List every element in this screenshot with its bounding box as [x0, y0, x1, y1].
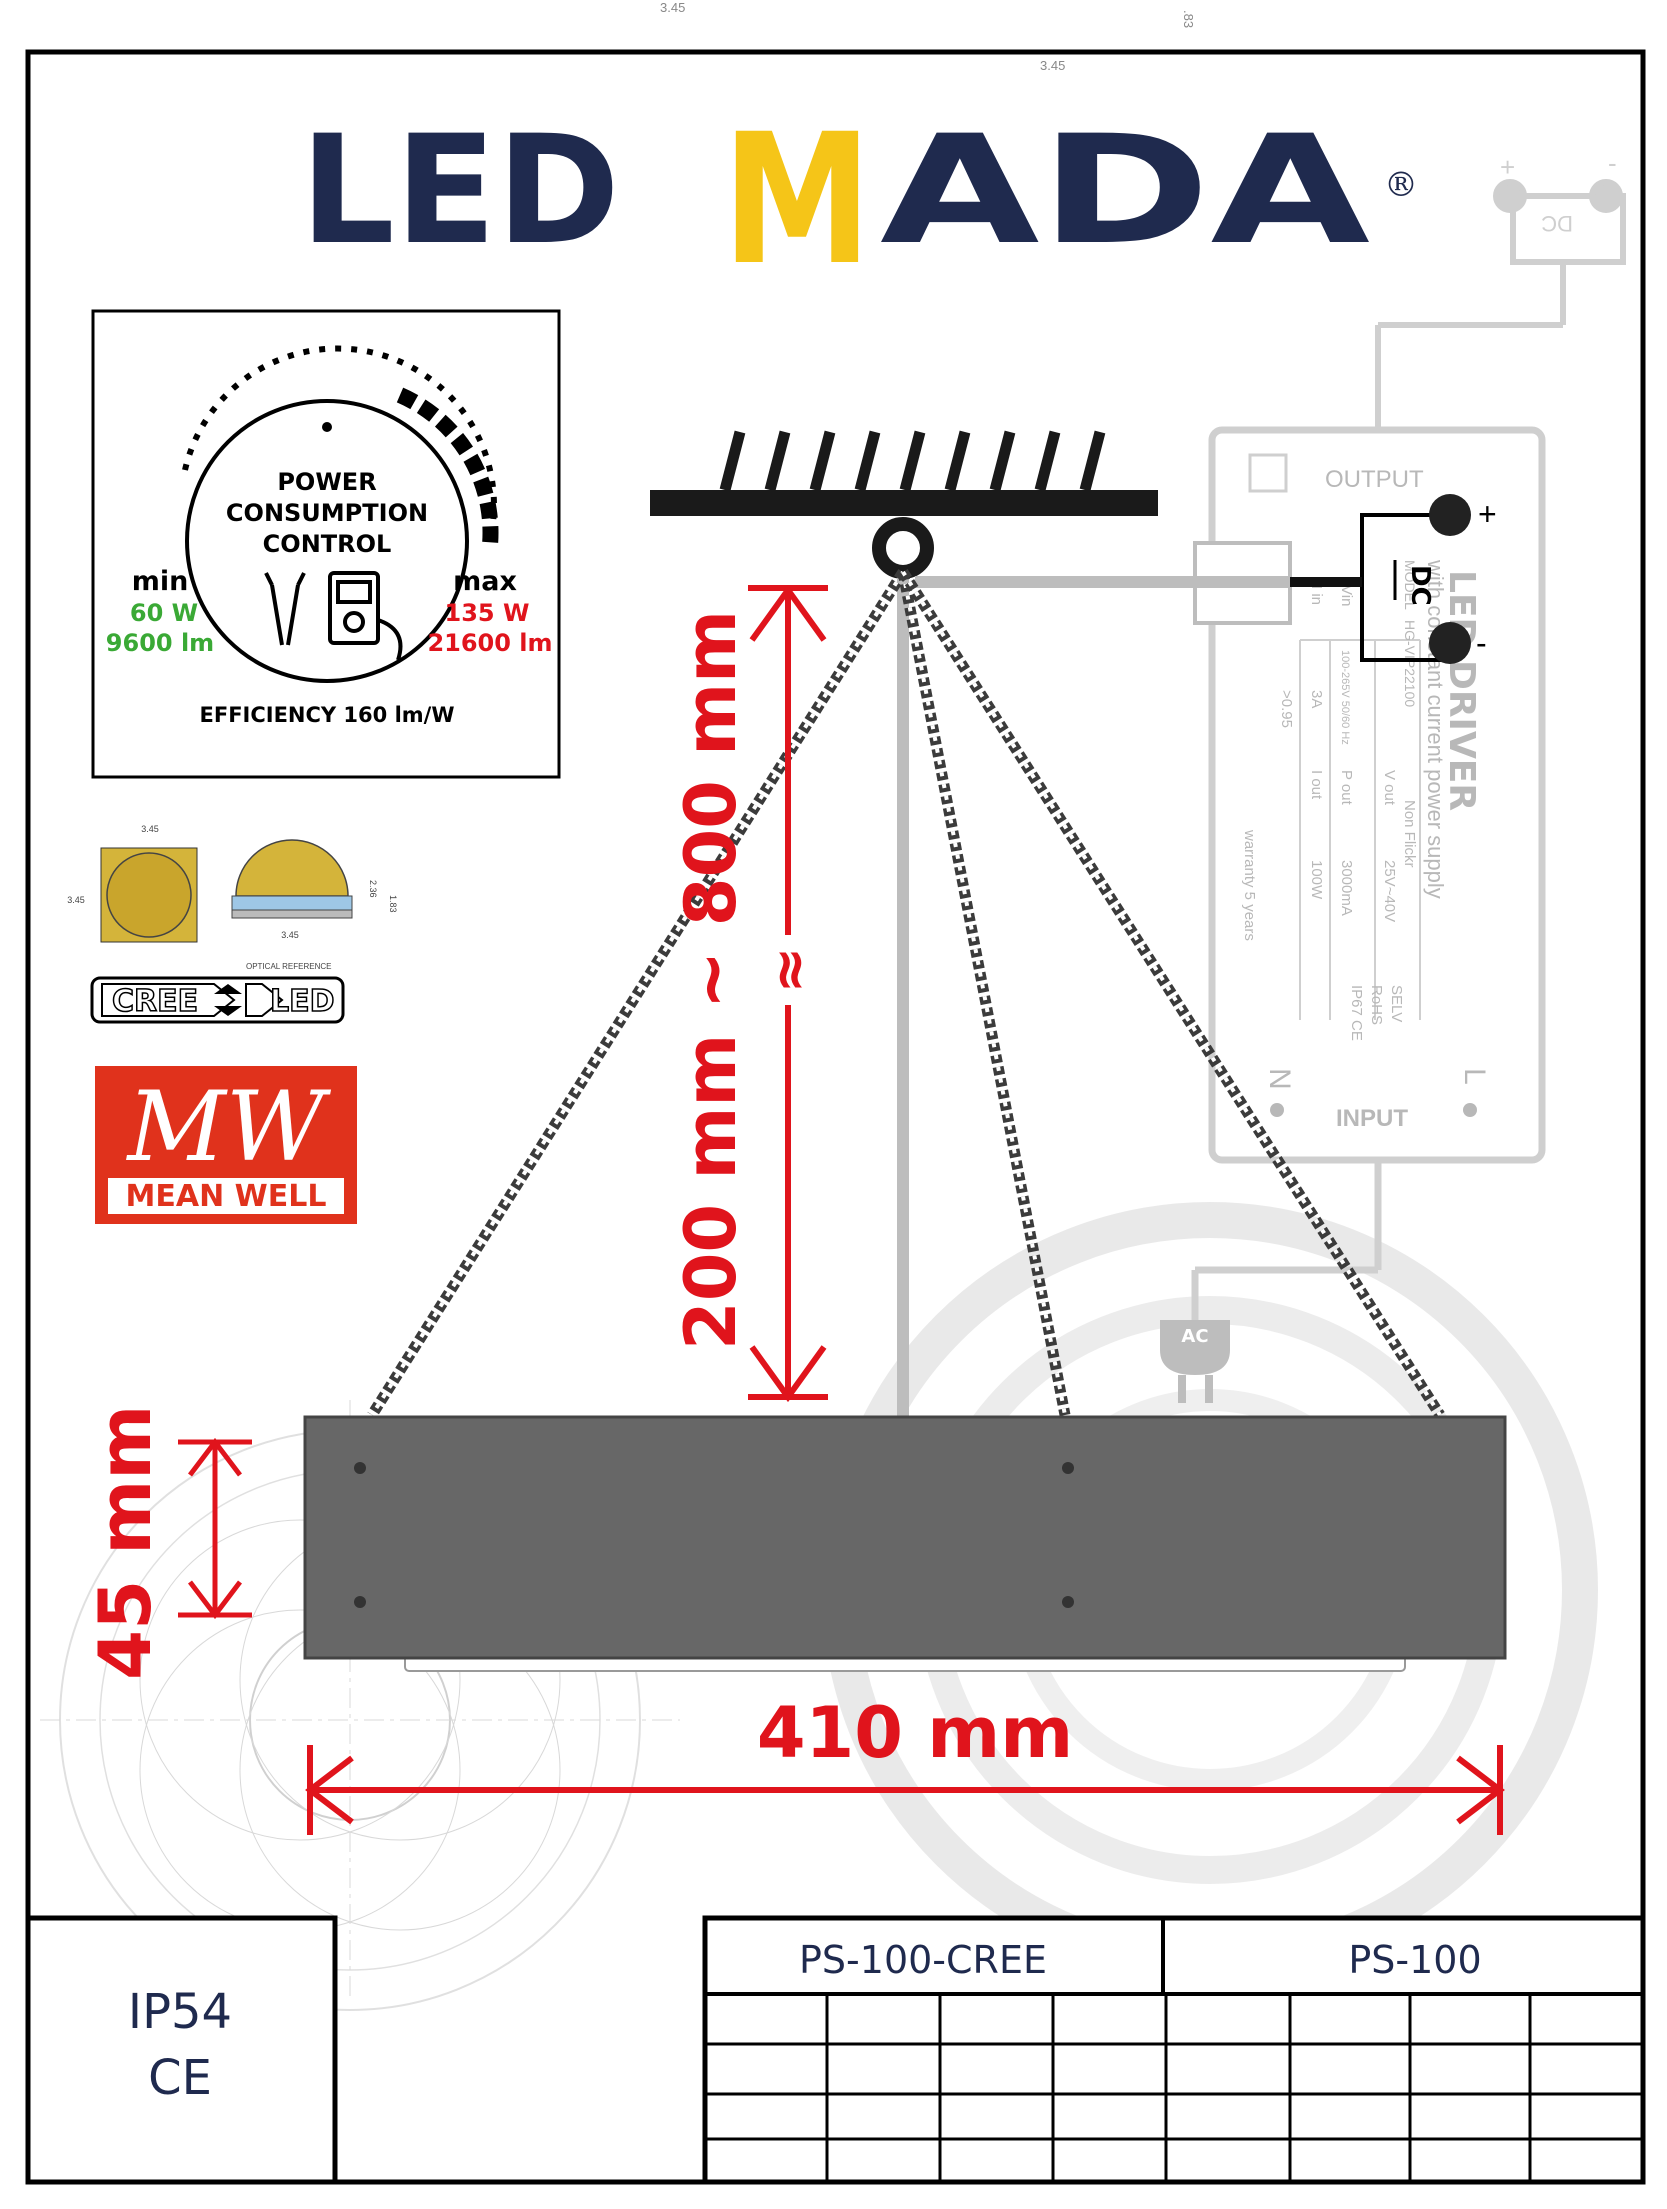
svg-text:OPTICAL REFERENCE: OPTICAL REFERENCE — [246, 962, 332, 971]
ceiling-mount — [650, 430, 1158, 579]
model-short: PS-100 — [1348, 1938, 1481, 1982]
svg-text:AC: AC — [1181, 1326, 1208, 1347]
led-driver: OUTPUT INPUT LED DRIVER with constant cu… — [1191, 426, 1546, 1330]
model-full: PS-100-CREE — [799, 1938, 1047, 1982]
svg-text:OUTPUT: OUTPUT — [1325, 466, 1424, 493]
driver-title: LED DRIVER — [1441, 570, 1482, 811]
ac-plug-icon: AC — [1160, 1320, 1230, 1403]
light-panel — [303, 1415, 1507, 1672]
svg-text:INPUT: INPUT — [1336, 1105, 1408, 1132]
svg-text:2.36: 2.36 — [368, 880, 378, 898]
svg-text:HG-VIP22100: HG-VIP22100 — [1402, 620, 1418, 707]
cree-led-badge: CREE LED — [90, 976, 345, 1024]
svg-text:3A: 3A — [1308, 690, 1325, 708]
min-lumen: 9600 lm — [106, 629, 214, 657]
svg-text:SELV: SELV — [1388, 985, 1405, 1022]
power-title-3: CONTROL — [263, 530, 392, 558]
svg-text:I out: I out — [1308, 770, 1325, 800]
svg-text:+: + — [1478, 496, 1497, 532]
svg-text:LED: LED — [300, 104, 620, 278]
max-label: max — [453, 566, 517, 597]
suspension-chains — [367, 569, 1445, 1418]
svg-text:3.45: 3.45 — [141, 824, 159, 834]
battery-icon — [1375, 179, 1626, 430]
svg-text:25V~40V: 25V~40V — [1381, 860, 1398, 922]
height-label: 200 mm ~ 800 mm — [670, 610, 752, 1350]
power-consumption-box: POWER CONSUMPTION CONTROL min 60 W 9600 … — [91, 309, 561, 779]
thickness-dimension: 45 mm — [83, 1405, 252, 1680]
svg-text:M: M — [722, 96, 872, 305]
svg-text:RoHS: RoHS — [1368, 985, 1385, 1025]
power-cable — [897, 541, 1362, 1418]
svg-text:MEAN WELL: MEAN WELL — [126, 1179, 327, 1214]
svg-text:≈: ≈ — [759, 947, 824, 994]
svg-text:-: - — [1476, 625, 1487, 661]
thickness-label: 45 mm — [83, 1405, 167, 1680]
power-title-1: POWER — [277, 468, 376, 496]
svg-text:Non Flickr: Non Flickr — [1401, 800, 1418, 868]
svg-text:IP67 CE: IP67 CE — [1348, 985, 1365, 1041]
max-watts: 135 W — [445, 599, 530, 627]
svg-text:P out: P out — [1338, 770, 1355, 806]
battery-minus: - — [1608, 148, 1617, 178]
svg-text:I in: I in — [1308, 585, 1325, 605]
svg-text:MW: MW — [126, 1071, 332, 1183]
led-chip-drawing: 3.45 3.45 3.45 2.36 1.83 OPTICAL REFEREN… — [67, 824, 398, 971]
svg-text:100-265V 50/60 Hz: 100-265V 50/60 Hz — [1339, 650, 1351, 745]
svg-text:Vin: Vin — [1338, 585, 1355, 606]
title-block: IP54 CE PS-100-CREE PS-100 — [25, 1915, 1646, 2185]
svg-text:L: L — [1458, 1068, 1491, 1085]
svg-text:®: ® — [1384, 165, 1418, 205]
svg-text:V out: V out — [1381, 770, 1398, 806]
svg-text:3.45: 3.45 — [67, 895, 85, 905]
battery-plus: + — [1500, 152, 1515, 182]
svg-text:LED: LED — [270, 984, 335, 1019]
svg-text:warranty 5 years: warranty 5 years — [1241, 829, 1258, 941]
power-title-2: CONSUMPTION — [226, 499, 428, 527]
svg-text:>0.95: >0.95 — [1278, 690, 1295, 728]
top-mark-2: .83 — [1181, 10, 1196, 28]
height-dimension: ≈ 200 mm ~ 800 mm — [670, 584, 828, 1403]
efficiency-label: EFFICIENCY 160 lm/W — [200, 703, 455, 727]
svg-text:1.83: 1.83 — [388, 895, 398, 913]
meanwell-logo: MW MEAN WELL — [95, 1066, 357, 1224]
max-lumen: 21600 lm — [427, 629, 552, 657]
top-mark-3: 3.45 — [1040, 58, 1065, 73]
svg-text:3000mA: 3000mA — [1338, 860, 1355, 916]
min-label: min — [132, 566, 189, 597]
top-mark-1: 3.45 — [660, 0, 685, 15]
driver-subtitle: with constant current power supply — [1423, 559, 1448, 899]
min-watts: 60 W — [130, 599, 198, 627]
width-dimension: 410 mm — [305, 1692, 1505, 1835]
tools-icon — [264, 571, 403, 661]
svg-text:N: N — [1263, 1068, 1296, 1090]
dc-label: DC — [1405, 565, 1435, 606]
ce-mark: CE — [148, 2050, 212, 2106]
svg-text:3.45: 3.45 — [281, 930, 299, 940]
battery-dc-label: DC — [1541, 211, 1573, 236]
svg-text:100W: 100W — [1308, 860, 1325, 900]
svg-text:ADA: ADA — [880, 104, 1370, 278]
svg-text:CREE: CREE — [112, 984, 198, 1019]
svg-text:MODEL: MODEL — [1402, 560, 1418, 610]
ip-rating: IP54 — [128, 1984, 232, 2040]
width-label: 410 mm — [757, 1692, 1073, 1774]
brand-logo: LED M ADA ® — [300, 96, 1418, 305]
